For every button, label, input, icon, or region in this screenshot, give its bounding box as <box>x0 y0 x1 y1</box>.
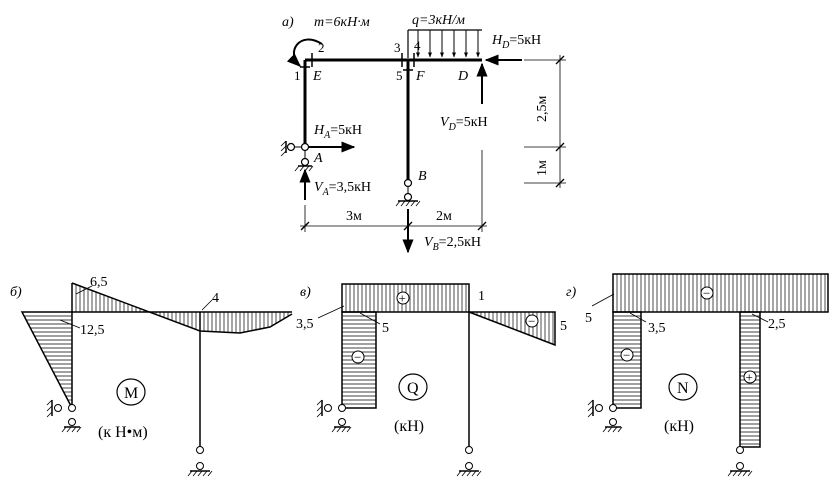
moment-diagram: б) 6,5 12,5 4 M (к <box>10 275 293 477</box>
sign-minus-n1: − <box>703 286 710 301</box>
sign-plus-n: + <box>746 370 753 385</box>
distributed-load <box>407 29 482 58</box>
moment-arrow <box>286 38 323 67</box>
shear-diagram: в) + − − 3,5 5 1 5 <box>296 283 567 477</box>
support-b-n <box>727 446 753 477</box>
node-2: 2 <box>318 40 325 55</box>
leader-35-n <box>629 312 647 323</box>
support-a <box>280 140 314 172</box>
hatching <box>24 284 289 405</box>
point-d: D <box>457 69 468 84</box>
label-a: а) <box>282 15 294 30</box>
force-vd-label: VD=5кН <box>440 115 488 133</box>
leader-5-q <box>359 312 381 325</box>
normal-diagram: г) − − + 5 3,5 2,5 N <box>566 273 829 477</box>
symbol-q: Q <box>407 380 419 397</box>
dim-2m: 2м <box>436 209 452 224</box>
node-1: 1 <box>294 68 301 83</box>
support-a-m <box>46 399 82 433</box>
dim-1m: 1м <box>535 160 550 176</box>
point-a: A <box>313 151 323 166</box>
value-6-5: 6,5 <box>90 275 108 290</box>
scheme-a: а) m <box>280 13 566 254</box>
units-q: (кН) <box>394 418 424 435</box>
hatching <box>342 284 554 405</box>
value-5-n: 5 <box>585 311 592 326</box>
moment-left-column <box>20 311 73 409</box>
leader-4 <box>201 299 213 311</box>
label-v: в) <box>300 285 311 300</box>
symbol-n-circle <box>668 373 698 401</box>
dimension-vertical <box>524 55 566 188</box>
value-2-5-n: 2,5 <box>768 317 786 332</box>
label-b: б) <box>10 285 22 300</box>
sign-minus-circle-n1 <box>700 286 714 300</box>
support-b <box>395 178 421 207</box>
moment-beam-curve <box>71 282 293 334</box>
label-g: г) <box>566 285 576 300</box>
support-b-m <box>187 446 213 477</box>
value-4: 4 <box>212 291 219 306</box>
value-1-q: 1 <box>478 289 485 304</box>
point-b: B <box>418 169 427 184</box>
shear-column-left <box>341 311 377 409</box>
leader-125 <box>59 319 81 329</box>
load-arrows <box>416 30 480 58</box>
symbol-n: N <box>677 380 689 397</box>
normal-column-left <box>612 311 642 409</box>
sign-minus-1: − <box>354 350 361 365</box>
force-vb-label: VB=2,5кН <box>424 235 481 253</box>
units-m: (к Н•м) <box>98 424 148 441</box>
normal-column-right <box>739 311 761 448</box>
force-ha-label: HA=5кН <box>313 123 362 141</box>
leader-5-n <box>591 293 615 307</box>
hatching <box>613 274 826 445</box>
load-label: q=3кН/м <box>412 13 465 28</box>
sign-minus-circle-1 <box>351 350 365 364</box>
symbol-m: M <box>124 385 138 402</box>
force-va-label: VA=3,5кН <box>314 180 371 198</box>
sign-plus-circle <box>396 291 410 305</box>
sign-plus-circle-n <box>743 370 757 384</box>
value-5b-q: 5 <box>560 319 567 334</box>
normal-beam <box>612 273 829 313</box>
support-a-n <box>587 399 623 433</box>
leader-25-n <box>751 313 769 323</box>
value-3-5-q: 3,5 <box>296 317 314 332</box>
force-hd-label: HD=5кН <box>491 33 541 51</box>
node-4: 4 <box>414 38 421 53</box>
leader-65 <box>75 285 93 295</box>
sign-minus-2: − <box>528 314 535 329</box>
shear-beam-left <box>341 283 470 313</box>
point-f: F <box>415 69 425 84</box>
leader-35-q <box>317 305 345 319</box>
sign-minus-circle-2 <box>525 314 539 328</box>
dim-3m: 3м <box>346 209 362 224</box>
moment-label: m=6кН·м <box>314 15 370 30</box>
dim-25m: 2,5м <box>535 96 550 123</box>
symbol-q-circle <box>398 373 428 401</box>
sign-plus: + <box>399 291 406 306</box>
point-e: E <box>312 69 322 84</box>
value-5-q: 5 <box>382 321 389 336</box>
dimension-horizontal <box>300 150 487 232</box>
sign-minus-n2: − <box>623 348 630 363</box>
units-n: (кН) <box>664 418 694 435</box>
node-3: 3 <box>394 40 401 55</box>
sign-minus-circle-n2 <box>620 348 634 362</box>
value-12-5: 12,5 <box>80 323 105 338</box>
value-3-5-n: 3,5 <box>648 321 666 336</box>
shear-beam-right <box>468 311 556 347</box>
node-5: 5 <box>396 68 403 83</box>
symbol-m-circle <box>116 378 146 406</box>
support-b-q <box>456 446 482 477</box>
support-a-q <box>316 399 352 433</box>
